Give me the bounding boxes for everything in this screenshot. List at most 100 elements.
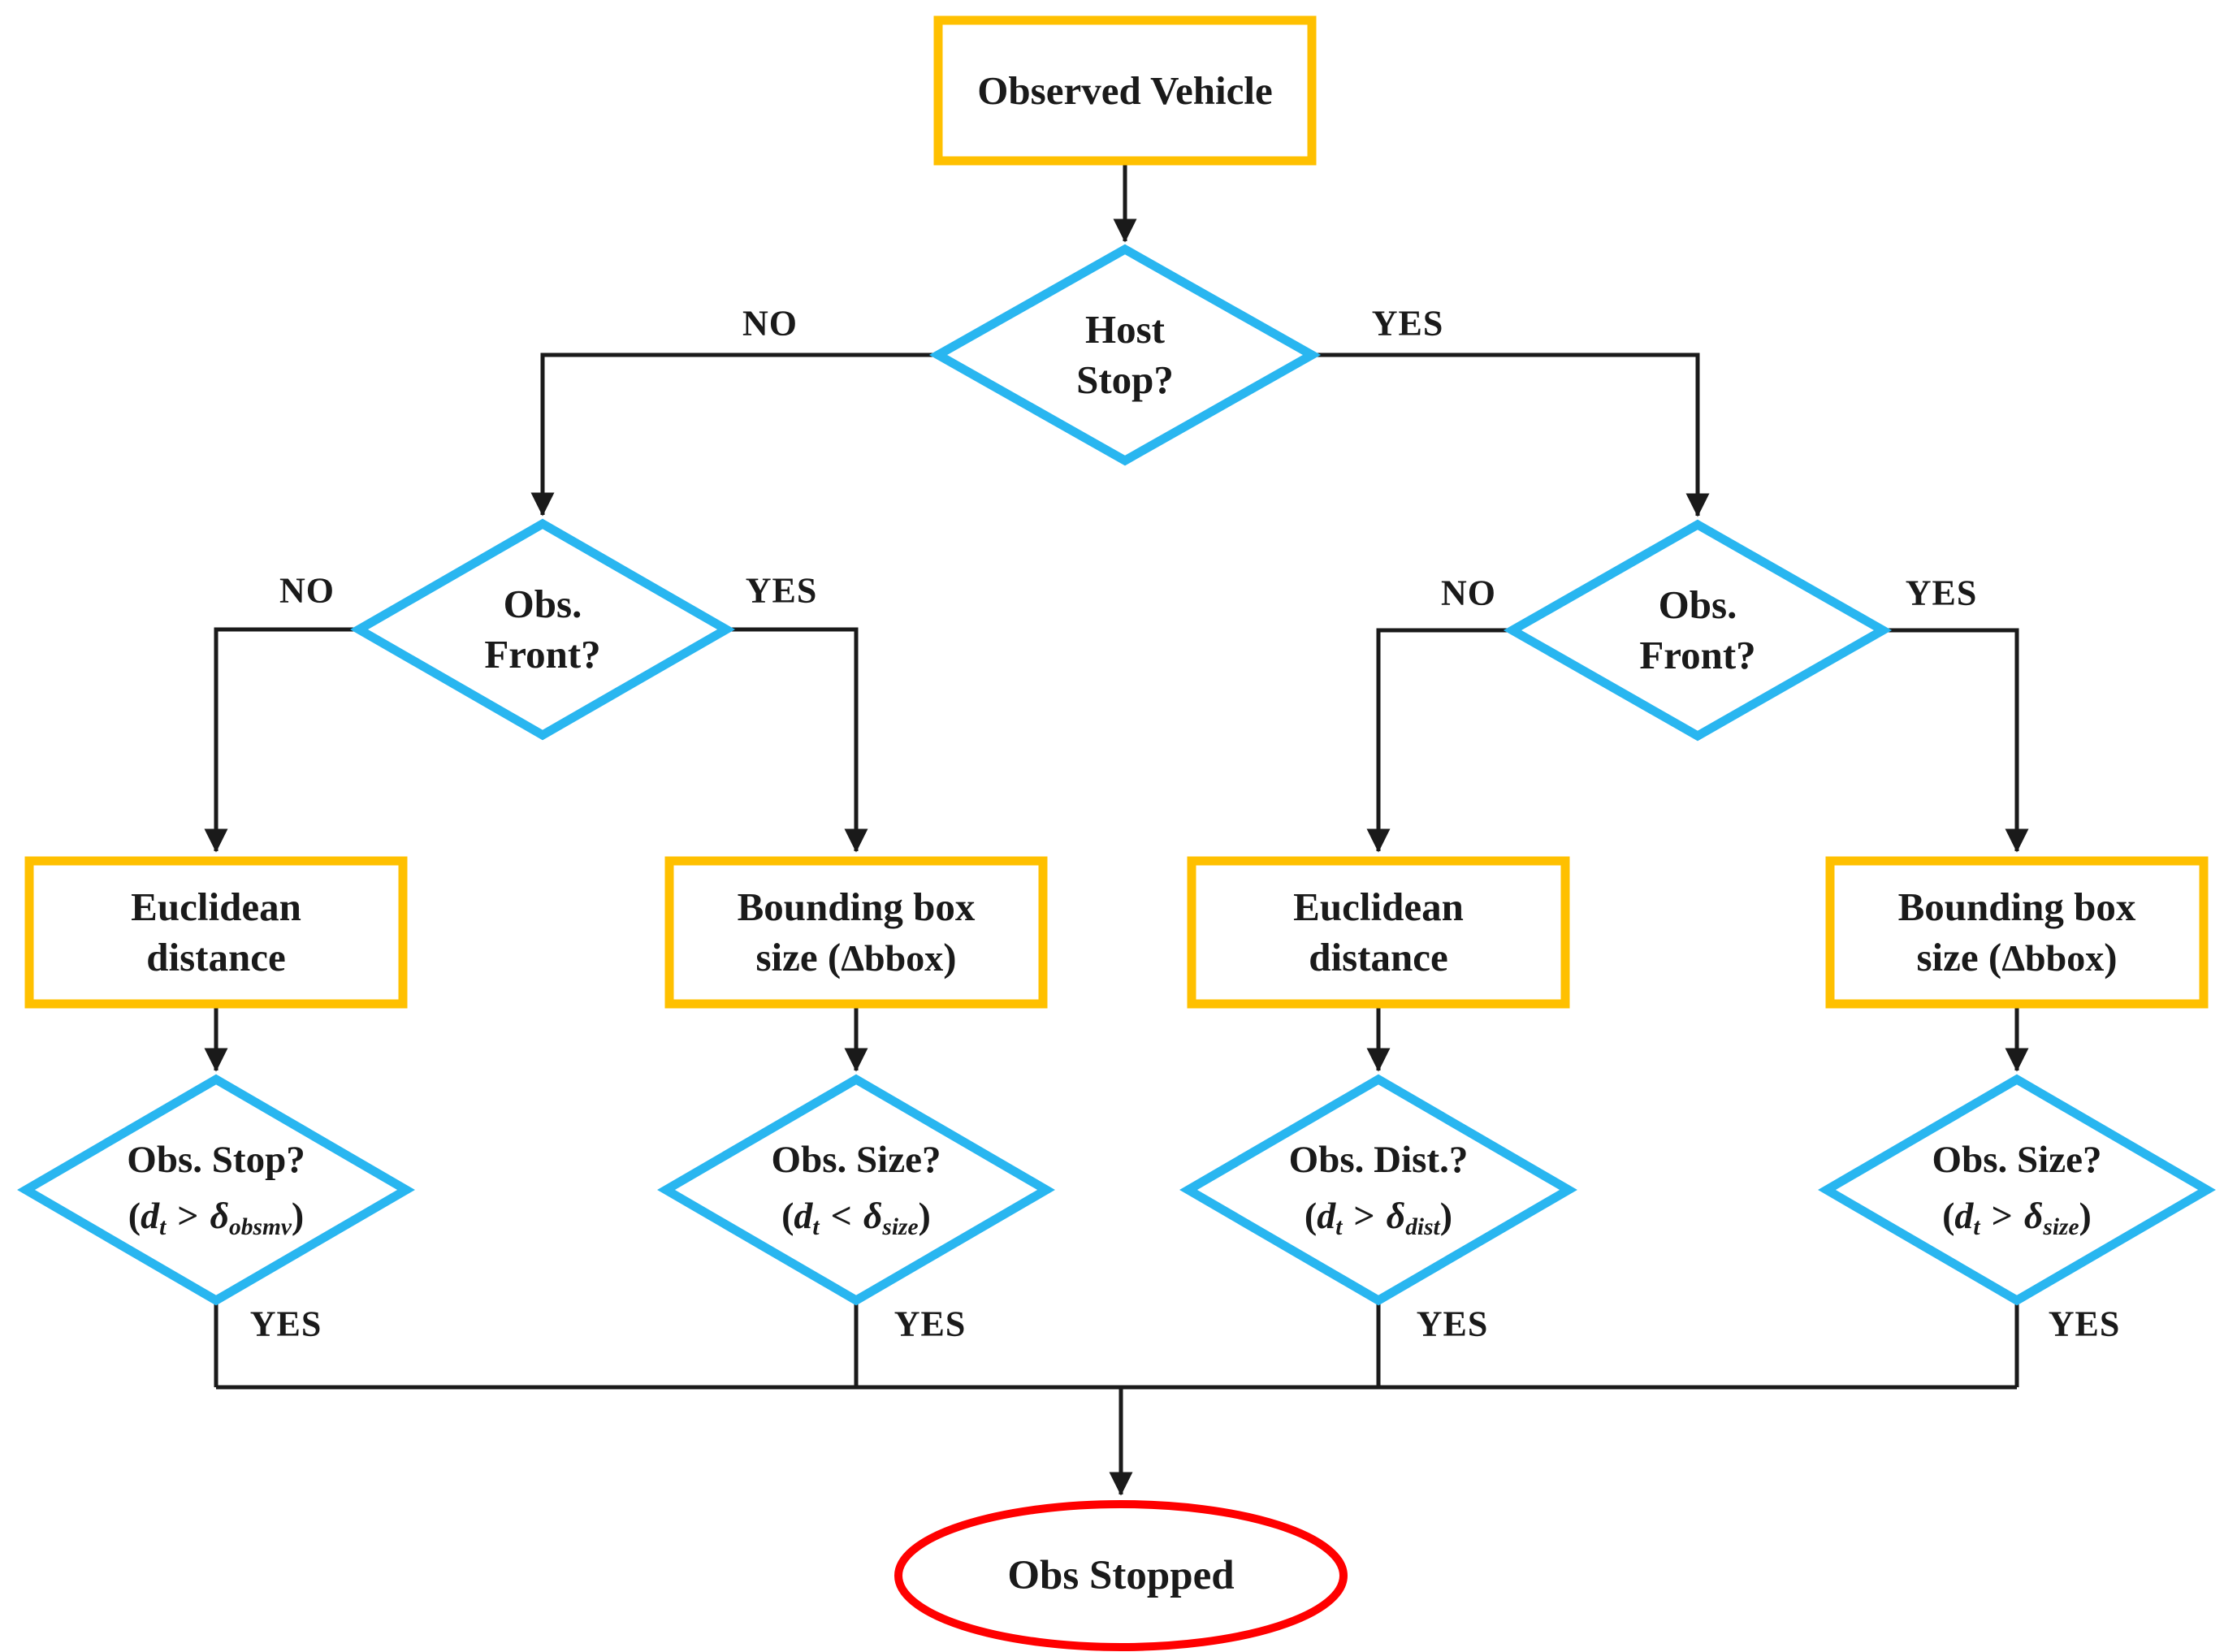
- edge-obsfront-left-yes: [726, 627, 868, 853]
- formula-part: size: [882, 1214, 919, 1241]
- boundingbox-left-line2: size (Δbbox): [738, 932, 976, 983]
- connectors: [204, 161, 2029, 1496]
- terminal-label: Obs Stopped: [1007, 1553, 1235, 1598]
- hoststop-label-line1: Host: [1084, 307, 1165, 352]
- decision-1-yes-label: YES: [249, 1304, 322, 1344]
- hoststop-label: Host Stop?: [1076, 305, 1174, 405]
- formula-part: δ: [1386, 1195, 1406, 1236]
- hoststop-label-line2: Stop?: [1076, 357, 1174, 402]
- formula-part: d: [794, 1195, 813, 1236]
- formula-part: size (: [1916, 935, 2002, 980]
- formula-part: d: [1317, 1195, 1336, 1236]
- formula-part: t: [812, 1214, 820, 1241]
- euclidean-right-box-shape: [1187, 856, 1570, 1009]
- decision-obs-stop-diamond-shape: [17, 1074, 415, 1306]
- formula-part: ): [943, 935, 957, 980]
- euclidean-left-box-shape: [24, 856, 408, 1009]
- boundingbox-right-line2: size (Δbbox): [1898, 932, 2136, 983]
- formula-part: dist: [1405, 1214, 1440, 1241]
- decision-obs-dist-label: Obs. Dist.? (dt > δdist): [1288, 1137, 1469, 1241]
- boundingbox-right-box-shape: [1825, 856, 2209, 1009]
- formula-part: d: [1954, 1195, 1974, 1236]
- formula-part: obsmv: [229, 1214, 292, 1241]
- obsfront-left-label-line2: Front?: [484, 632, 601, 677]
- formula-part: (: [781, 1195, 794, 1236]
- obsfront-left-no-label: NO: [279, 570, 335, 611]
- hoststop-diamond-shape: [928, 244, 1322, 466]
- formula-part: size: [2043, 1214, 2079, 1241]
- formula-part: >: [1353, 1195, 1375, 1236]
- obsfront-right-label-line1: Obs.: [1658, 582, 1737, 627]
- decision-4-formula: (dt >δsize): [1942, 1194, 2092, 1241]
- decision-obs-size-right-label: Obs. Size? (dt >δsize): [1932, 1137, 2102, 1241]
- decision-1-question: Obs. Stop?: [127, 1139, 305, 1181]
- decision-4-yes-label: YES: [2048, 1304, 2121, 1344]
- decision-2-formula: (dt < δsize): [781, 1194, 931, 1241]
- euclidean-left-box-label: Euclidean distance: [131, 882, 301, 983]
- obsfront-right-label: Obs. Front?: [1639, 580, 1755, 681]
- euclidean-right-line2: distance: [1309, 935, 1448, 980]
- formula-part: t: [159, 1214, 167, 1241]
- decision-1-formula: (dt>δobsmv): [128, 1194, 305, 1241]
- formula-part: ): [918, 1195, 931, 1236]
- node-shapes: [17, 15, 2216, 1651]
- edge-obsfront-right-no: [1366, 628, 1512, 853]
- euclidean-right-box-label: Euclidean distance: [1293, 882, 1464, 983]
- hoststop-yes-label: YES: [1371, 303, 1444, 344]
- decision-4-question: Obs. Size?: [1932, 1139, 2102, 1181]
- formula-part: t: [1335, 1214, 1343, 1241]
- hoststop-no-label: NO: [742, 303, 798, 344]
- formula-part: δ: [863, 1195, 883, 1236]
- formula-part: ): [291, 1195, 305, 1236]
- euclidean-left-line1: Euclidean: [131, 884, 301, 929]
- boundingbox-right-box-label: Bounding box size (Δbbox): [1898, 882, 2136, 983]
- formula-part: size (: [755, 935, 842, 980]
- terminal-ellipse-shape: [894, 1500, 1348, 1651]
- decision-3-formula: (dt > δdist): [1304, 1194, 1453, 1241]
- edge-obsfront-right-yes: [1883, 628, 2029, 853]
- formula-part: d: [141, 1195, 160, 1236]
- boundingbox-left-line1: Bounding box: [737, 884, 976, 929]
- formula-part: δ: [210, 1195, 230, 1236]
- euclidean-right-line1: Euclidean: [1293, 884, 1464, 929]
- obsfront-left-label: Obs. Front?: [484, 579, 600, 680]
- obsfront-right-label-line2: Front?: [1639, 633, 1756, 677]
- obsfront-left-label-line1: Obs.: [503, 582, 582, 626]
- decision-obs-dist-diamond-shape: [1179, 1074, 1577, 1306]
- delta-bbox-math: Δbbox: [841, 937, 944, 979]
- formula-part: ): [1439, 1195, 1453, 1236]
- formula-part: (: [1304, 1195, 1318, 1236]
- decision-2-yes-label: YES: [893, 1304, 967, 1344]
- edge-hoststop-no: [530, 352, 938, 517]
- start-node-shape: [933, 15, 1317, 166]
- formula-part: (: [1942, 1195, 1955, 1236]
- boundingbox-left-box-shape: [664, 856, 1048, 1009]
- obsfront-left-diamond-shape: [349, 518, 736, 741]
- decision-3-yes-label: YES: [1416, 1304, 1489, 1344]
- obsfront-right-diamond-shape: [1503, 519, 1893, 742]
- decision-3-question: Obs. Dist.?: [1288, 1139, 1469, 1181]
- euclidean-left-line2: distance: [146, 935, 286, 980]
- formula-part: ): [2104, 935, 2118, 980]
- edge-obsfront-left-no: [204, 627, 359, 853]
- decision-2-question: Obs. Size?: [771, 1139, 941, 1181]
- obsfront-right-yes-label: YES: [1905, 573, 1978, 613]
- boundingbox-left-box-label: Bounding box size (Δbbox): [738, 882, 976, 983]
- obsfront-right-no-label: NO: [1441, 573, 1496, 613]
- decision-obs-stop-label: Obs. Stop? (dt>δobsmv): [127, 1137, 305, 1241]
- formula-part: ): [2079, 1195, 2092, 1236]
- decision-obs-size-left-diamond-shape: [657, 1074, 1055, 1306]
- formula-part: <: [830, 1195, 852, 1236]
- formula-part: t: [1973, 1214, 1980, 1241]
- formula-part: >: [1991, 1195, 2013, 1236]
- formula-part: (: [128, 1195, 141, 1236]
- obsfront-left-yes-label: YES: [745, 570, 818, 611]
- start-node-label: Observed Vehicle: [977, 68, 1273, 113]
- formula-part: δ: [2023, 1195, 2044, 1236]
- boundingbox-right-line1: Bounding box: [1897, 884, 2136, 929]
- decision-obs-size-left-label: Obs. Size? (dt < δsize): [771, 1137, 941, 1241]
- edge-hoststop-yes: [1312, 352, 1710, 517]
- delta-bbox-math: Δbbox: [2001, 937, 2105, 979]
